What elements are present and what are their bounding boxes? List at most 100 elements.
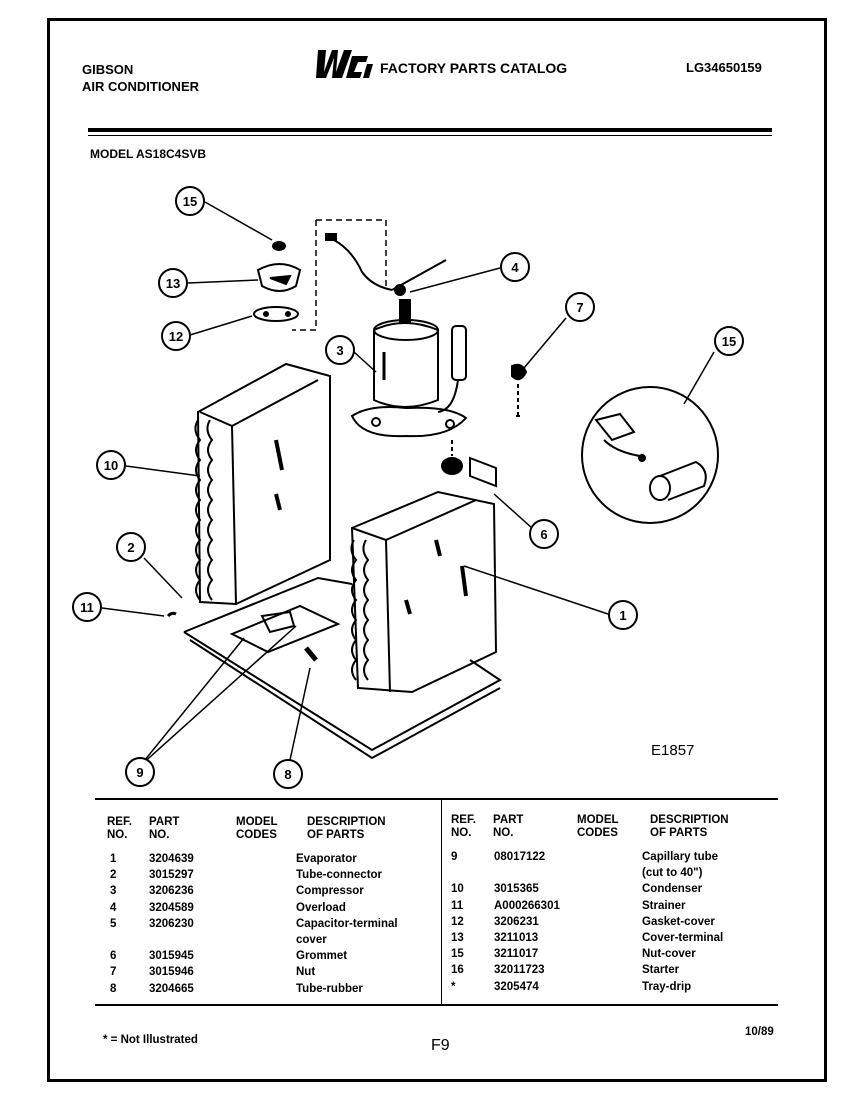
callout-4 — [500, 252, 530, 282]
drip-tray-part — [183, 576, 502, 760]
callout-6 — [529, 519, 559, 549]
callout-7 — [565, 292, 595, 322]
part-desc-cell: (cut to 40") — [642, 867, 703, 880]
callout-number: 7 — [576, 300, 583, 315]
part-desc-cell: Nut-cover — [642, 948, 696, 961]
part-part-cell: 3204589 — [149, 901, 194, 914]
starter-detail-view — [581, 386, 719, 524]
part-part-cell: 3015365 — [494, 883, 539, 896]
part-desc-cell: Strainer — [642, 899, 686, 912]
callout-number: 3 — [336, 343, 343, 358]
document-code: LG34650159 — [686, 60, 762, 75]
part-part-cell: 3204639 — [149, 853, 194, 865]
part-desc-cell: Cover-terminal — [642, 932, 724, 944]
callout-number: 15 — [183, 194, 197, 209]
part-ref-cell: 6 — [110, 950, 117, 963]
part-desc-cell: Evaporator — [296, 853, 357, 865]
callout-8 — [273, 759, 303, 789]
callout-11 — [72, 592, 102, 622]
part-ref-cell: * — [451, 980, 456, 993]
col-part-no-right: PART NO. — [493, 814, 524, 839]
callout-number: 1 — [619, 608, 626, 623]
part-desc-cell: Overload — [296, 901, 346, 914]
part-ref-cell: 5 — [110, 917, 117, 930]
part-part-cell: 3211013 — [494, 932, 539, 944]
part-part-cell: 3206236 — [149, 885, 194, 898]
part-desc-cell: Tray-drip — [642, 980, 692, 993]
part-ref-cell: 7 — [110, 966, 117, 979]
part-desc-cell: Nut — [296, 966, 316, 979]
part-part-cell: 3206230 — [149, 917, 194, 930]
part-part-cell: 3206231 — [494, 915, 539, 928]
part-ref-cell: 8 — [110, 982, 117, 995]
col-description: DESCRIPTION OF PARTS — [307, 816, 386, 841]
page-border — [47, 18, 827, 1082]
callout-number: 15 — [722, 334, 736, 349]
part-ref-cell: 1 — [110, 853, 117, 865]
callout-10 — [96, 450, 126, 480]
condenser-part — [194, 362, 331, 606]
product-type: AIR CONDITIONER — [82, 79, 199, 94]
part-part-cell: 32011723 — [494, 964, 545, 977]
header-rule-thin — [88, 135, 772, 136]
callout-number: 12 — [169, 329, 183, 344]
table-column-divider — [441, 798, 442, 1006]
wci-logo — [316, 50, 373, 78]
part-ref-cell: 3 — [110, 885, 117, 898]
part-part-cell: 3204665 — [149, 982, 194, 995]
nut-part — [511, 363, 528, 417]
strainer-part — [166, 611, 177, 618]
part-desc-cell: Tube-rubber — [296, 982, 363, 995]
col-model-codes: MODEL CODES — [236, 816, 278, 841]
gasket-cover-part — [253, 306, 299, 322]
part-part-cell: 08017122 — [494, 851, 546, 863]
col-part-no: PART NO. — [149, 816, 180, 841]
part-part-cell: 3015945 — [149, 950, 194, 963]
callout-2 — [116, 532, 146, 562]
part-ref-cell: 15 — [451, 948, 464, 961]
callout-number: 2 — [127, 540, 134, 555]
brand-name: GIBSON — [82, 62, 134, 77]
exploded-parts-diagram: 15 13 12 4 3 7 15 10 6 2 11 1 9 8 — [72, 186, 744, 789]
col-ref-no-right: REF. NO. — [451, 814, 476, 839]
page-number: F9 — [431, 1037, 450, 1054]
parts-table — [95, 798, 778, 1006]
callout-1 — [608, 600, 638, 630]
grommet-part — [441, 440, 497, 488]
callout-number: 10 — [104, 458, 118, 473]
part-part-cell: 3211017 — [494, 948, 539, 961]
part-ref-cell: 16 — [451, 964, 464, 977]
part-desc-cell: Capacitor-terminal — [296, 917, 398, 930]
callout-15-detail — [714, 326, 744, 356]
col-model-codes-right: MODEL CODES — [577, 814, 619, 839]
part-ref-cell: 2 — [110, 869, 117, 882]
part-desc-cell: Starter — [642, 964, 680, 977]
part-ref-cell: 12 — [451, 915, 464, 928]
part-desc-cell: Grommet — [296, 950, 348, 963]
callout-number: 11 — [80, 600, 94, 615]
part-desc-cell: cover — [296, 934, 327, 946]
callout-12 — [161, 321, 191, 351]
part-ref-cell: 9 — [451, 851, 458, 863]
callout-number: 8 — [284, 767, 291, 782]
nut-cover-part — [272, 241, 286, 251]
catalog-title: FACTORY PARTS CATALOG — [380, 60, 568, 76]
figure-code: E1857 — [651, 742, 695, 759]
part-ref-cell: 13 — [451, 932, 464, 944]
footnote: * = Not Illustrated — [103, 1034, 198, 1046]
overload-part — [325, 233, 447, 296]
col-description-right: DESCRIPTION OF PARTS — [650, 814, 729, 839]
part-ref-cell: 10 — [451, 883, 464, 896]
terminal-cover-part — [256, 263, 302, 292]
part-ref-cell: 11 — [451, 899, 464, 912]
part-part-cell: 3015946 — [149, 966, 194, 979]
part-part-cell: 3015297 — [149, 869, 194, 882]
part-part-cell: A000266301 — [494, 899, 560, 912]
callout-3 — [325, 335, 355, 365]
header-rule — [88, 128, 772, 132]
revision-date: 10/89 — [745, 1026, 774, 1038]
part-desc-cell: Tube-connector — [296, 869, 383, 882]
callout-15 — [175, 186, 205, 216]
callout-13 — [158, 268, 188, 298]
callout-number: 9 — [136, 765, 143, 780]
